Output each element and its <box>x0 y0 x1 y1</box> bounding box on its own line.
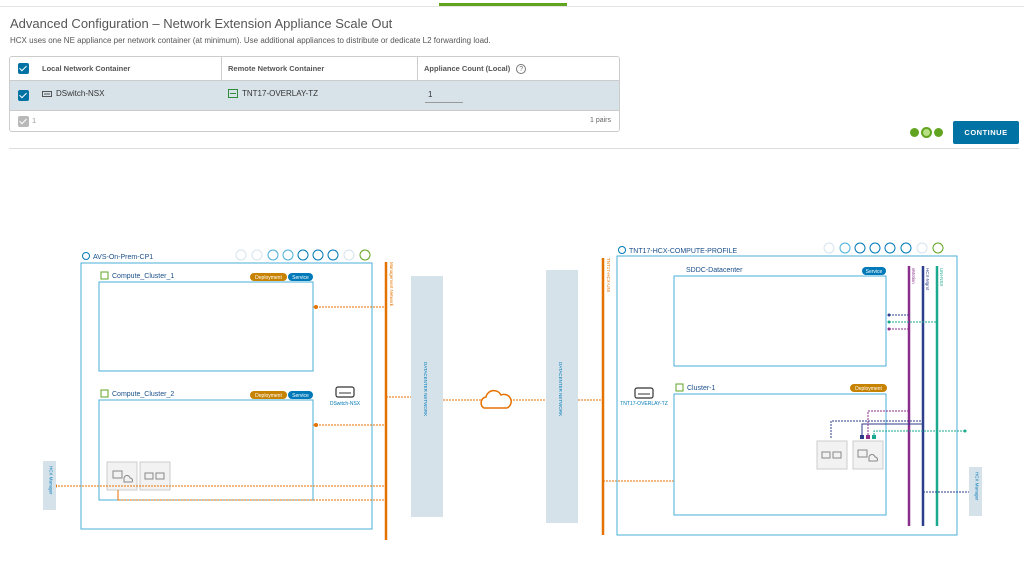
total-pairs: 1 pairs <box>589 117 611 124</box>
left-uplink-label: DATACENTER NETWORK <box>423 362 428 416</box>
remote-container-name: TNT17-OVERLAY-TZ <box>242 89 319 98</box>
section-divider <box>9 148 1019 149</box>
column-header-count[interactable]: Appliance Count (Local)? <box>424 64 527 74</box>
continue-button[interactable]: CONTINUE <box>953 121 1019 144</box>
appliance-icon[interactable] <box>852 440 884 470</box>
footer-selection-checkbox[interactable] <box>18 116 29 127</box>
cluster-icon <box>100 271 109 280</box>
cluster-icon <box>100 389 109 398</box>
hcx-mgmt-network-label: HCX-Mgmt <box>925 268 930 291</box>
appliance-icon[interactable] <box>816 440 848 470</box>
remote-container-cell: TNT17-OVERLAY-TZ <box>228 89 318 98</box>
help-icon[interactable]: ? <box>516 64 527 74</box>
wizard-progress-indicator <box>439 3 567 6</box>
cluster-1[interactable]: Cluster-1 Deployment <box>673 383 887 516</box>
network-container-grid: Local Network Container Remote Network C… <box>9 56 620 132</box>
cluster-name: Compute_Cluster_1 <box>112 273 174 280</box>
left-compute-profile: AVS-On-Prem-CP1 Compute_Cluster_1 Deploy… <box>80 249 373 530</box>
right-uplink-label: DATACENTER NETWORK <box>558 362 563 416</box>
left-datacenter-network: DATACENTER NETWORK <box>411 276 443 517</box>
status-dot-active <box>921 127 932 138</box>
right-compute-profile: TNT17-HCX-COMPUTE-PROFILE SDDC-Datacente… <box>616 242 958 536</box>
service-icons-right <box>823 242 944 254</box>
status-dot <box>910 128 919 137</box>
vmotion-network-label: vMotion <box>911 268 916 284</box>
local-container-cell: DSwitch-NSX <box>42 89 104 98</box>
left-switch-label: DSwitch-NSX <box>330 401 361 407</box>
right-hcx-manager[interactable]: HCX Manager <box>969 467 982 516</box>
cluster-name: Cluster-1 <box>687 385 716 392</box>
cluster-name: SDDC-Datacenter <box>686 267 743 274</box>
left-profile-title: AVS-On-Prem-CP1 <box>93 254 153 261</box>
service-badge: Service <box>866 269 883 275</box>
left-mgmt-network-label: Management Network <box>389 262 394 307</box>
deployment-badge: Deployment <box>255 393 282 399</box>
cloud-icon <box>480 389 512 409</box>
column-separator <box>221 57 222 81</box>
switch-icon <box>634 387 654 399</box>
selected-count: 1 <box>32 116 37 125</box>
sddc-datacenter-cluster[interactable]: SDDC-Datacenter Service <box>673 267 887 367</box>
service-badge: Service <box>292 393 309 399</box>
right-vertical-networks <box>830 266 969 526</box>
status-dots <box>910 127 943 138</box>
column-header-count-label: Appliance Count (Local) <box>424 64 511 73</box>
column-separator <box>417 57 418 81</box>
page-subtitle: HCX uses one NE appliance per network co… <box>10 36 491 45</box>
appliance-icon[interactable] <box>106 461 138 491</box>
right-datacenter-network: DATACENTER NETWORK <box>546 270 578 523</box>
compute-cluster-1[interactable]: Compute_Cluster_1 Deployment Service <box>98 271 314 372</box>
deployment-badge: Deployment <box>855 386 882 392</box>
switch-icon <box>335 386 355 398</box>
grid-footer: 1 1 pairs <box>10 111 619 131</box>
row-checkbox[interactable] <box>18 90 29 101</box>
select-all-checkbox[interactable] <box>18 63 29 74</box>
page-title: Advanced Configuration – Network Extensi… <box>10 16 393 31</box>
compute-cluster-2[interactable]: Compute_Cluster_2 Deployment Service <box>98 389 314 501</box>
deployment-badge: Deployment <box>255 275 282 281</box>
status-dot <box>934 128 943 137</box>
grid-header: Local Network Container Remote Network C… <box>10 57 619 81</box>
profile-icon <box>618 246 626 254</box>
appliance-count-input[interactable]: 1 <box>425 88 463 103</box>
right-manager-label: HCX Manager <box>975 472 980 501</box>
profile-icon <box>82 252 90 260</box>
cluster-icon <box>675 383 684 392</box>
cluster-name: Compute_Cluster_2 <box>112 391 174 398</box>
right-switch-label: TNT17-OVERLAY-TZ <box>620 401 668 407</box>
left-manager-label: HCX Manager <box>49 466 54 495</box>
right-profile-title: TNT17-HCX-COMPUTE-PROFILE <box>629 248 737 255</box>
service-badge: Service <box>292 275 309 281</box>
table-row[interactable]: DSwitch-NSX TNT17-OVERLAY-TZ 1 <box>10 81 619 111</box>
switch-icon <box>42 90 52 97</box>
column-header-local[interactable]: Local Network Container <box>42 64 131 73</box>
column-header-remote[interactable]: Remote Network Container <box>228 64 325 73</box>
top-divider <box>0 6 1024 7</box>
transport-zone-icon <box>228 89 238 98</box>
right-mgmt-network-label: TNT17-HCX-UNI <box>606 258 611 292</box>
left-network-links <box>53 262 411 540</box>
left-hcx-manager[interactable]: HCX Manager <box>43 461 56 510</box>
topology-diagram: AVS-On-Prem-CP1 Compute_Cluster_1 Deploy… <box>43 242 982 540</box>
service-icons-left <box>235 249 371 261</box>
local-container-name: DSwitch-NSX <box>56 89 105 98</box>
appliance-icon[interactable] <box>139 461 171 491</box>
uni-nsx-network-label: UNI-NSX <box>939 268 944 287</box>
